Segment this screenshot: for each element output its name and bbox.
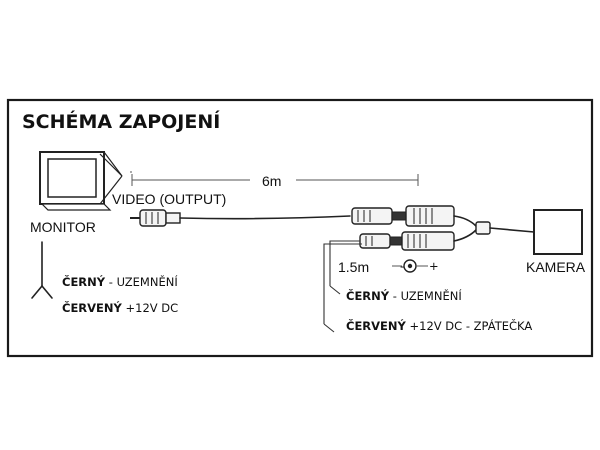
camera-note-red: ČERVENÝ +12V DC - ZPÁTEČKA — [346, 318, 532, 333]
camera-cable — [453, 215, 535, 242]
camera-icon — [533, 209, 583, 255]
camera-label: KAMERA — [526, 259, 586, 275]
monitor-label: MONITOR — [30, 219, 96, 235]
dc-jack-plus: + — [429, 259, 439, 273]
diagram-title: SCHÉMA ZAPOJENÍ — [22, 110, 220, 133]
rca-connector-pair-video — [351, 205, 455, 227]
rca-connector-pair-power — [359, 231, 455, 251]
camera-power-wires — [323, 240, 362, 333]
monitor-note-red: ČERVENÝ +12V DC — [62, 300, 178, 315]
monitor-icon — [39, 151, 123, 211]
dc-jack-minus: - — [400, 259, 404, 273]
camera-note-black: ČERNÝ - UZEMNĚNÍ — [346, 288, 462, 303]
length-1-5m-label: 1.5m — [338, 259, 369, 275]
main-video-cable — [179, 215, 351, 220]
length-6m-dimension — [130, 171, 419, 186]
dc-jack-icon — [392, 259, 428, 273]
monitor-power-wires — [31, 241, 53, 299]
monitor-note-black: ČERNÝ - UZEMNĚNÍ — [62, 274, 178, 289]
video-output-label: VIDEO (OUTPUT) — [112, 191, 226, 207]
length-6m-label: 6m — [262, 173, 281, 189]
